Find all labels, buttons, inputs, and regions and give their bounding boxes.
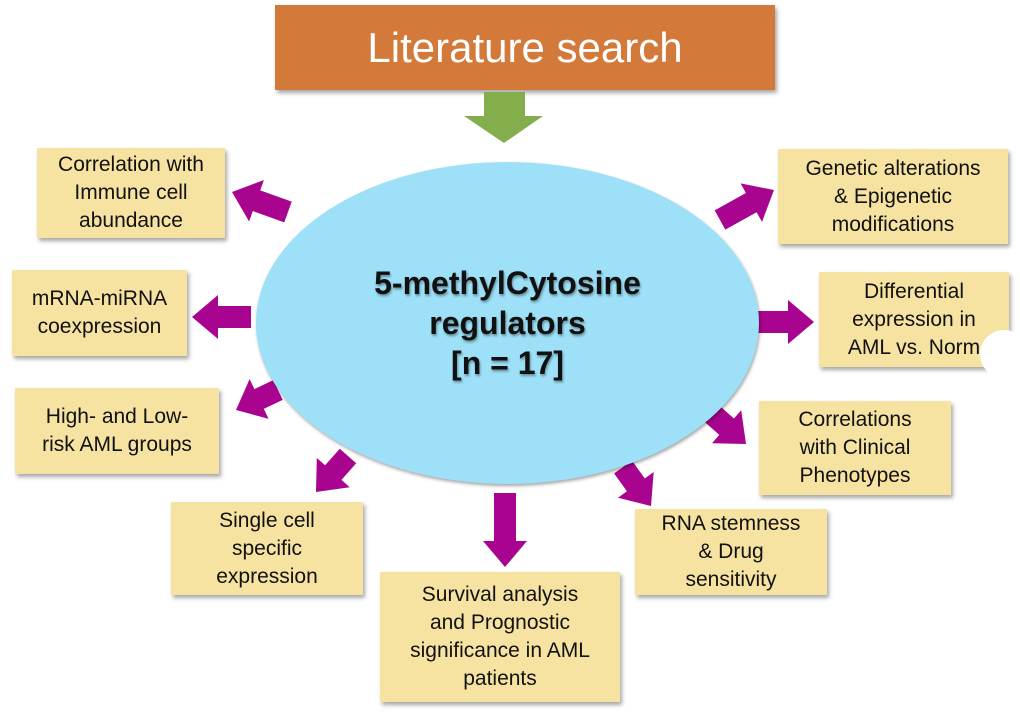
literature-search-label: Literature search xyxy=(367,23,683,71)
arrow-to-single-cell xyxy=(316,448,357,492)
output-box-genetic: Genetic alterations & Epigenetic modific… xyxy=(778,149,1008,244)
box-line: sensitivity xyxy=(685,568,777,591)
box-line: Differential xyxy=(864,279,964,303)
output-box-differential: Differential expression in AML vs. Norm xyxy=(819,272,1009,367)
arrow-to-survival xyxy=(483,493,527,567)
box-line: Phenotypes xyxy=(799,464,911,487)
box-line: Immune cell xyxy=(74,181,188,204)
input-arrow xyxy=(464,92,543,143)
box-line: expression xyxy=(216,564,318,588)
output-box-immune: Correlation with Immune cell abundance xyxy=(37,148,225,238)
box-line: Correlations xyxy=(798,408,912,431)
box-line: and Prognostic xyxy=(429,611,571,634)
output-box-mirna: mRNA-miRNA coexpression xyxy=(12,270,187,356)
center-count: [n = 17] xyxy=(451,345,564,381)
output-box-survival: Survival analysis and Prognostic signifi… xyxy=(380,572,620,702)
box-line: RNA stemness xyxy=(661,512,801,535)
arrow-to-stemness xyxy=(614,460,654,506)
box-line: AML vs. Norm xyxy=(847,335,981,359)
box-line: with Clinical xyxy=(799,436,911,459)
arrow-to-genetic xyxy=(714,183,774,230)
box-line: specific xyxy=(231,536,303,560)
box-line: High- and Low- xyxy=(45,405,189,428)
box-line: Genetic alterations xyxy=(805,156,981,180)
output-box-clinical: Correlations with Clinical Phenotypes xyxy=(759,401,951,495)
center-ellipse: 5-methylCytosine regulators [n = 17] xyxy=(256,162,759,484)
arrow-to-risk xyxy=(236,379,283,419)
box-line: risk AML groups xyxy=(42,433,192,456)
box-line: mRNA-miRNA xyxy=(31,287,168,310)
box-line: Survival analysis xyxy=(421,583,579,606)
arrow-to-immune xyxy=(232,180,292,223)
output-box-single-cell: Single cell specific expression xyxy=(171,502,363,595)
box-line: Single cell xyxy=(219,508,315,532)
literature-search-box: Literature search xyxy=(275,5,775,90)
white-overlay-blob xyxy=(980,330,1020,378)
arrow-to-differential xyxy=(756,300,814,344)
center-subtitle: regulators xyxy=(429,305,586,341)
box-line: coexpression xyxy=(37,315,162,338)
output-box-risk: High- and Low- risk AML groups xyxy=(15,388,219,474)
box-line: expression in xyxy=(852,307,976,331)
arrow-to-mirna xyxy=(192,295,251,339)
box-line: & Drug xyxy=(698,540,764,563)
box-line: & Epigenetic xyxy=(834,184,952,208)
box-line: abundance xyxy=(79,209,183,232)
center-title: 5-methylCytosine xyxy=(374,265,641,301)
box-line: patients xyxy=(463,667,537,690)
box-line: modifications xyxy=(831,212,955,236)
output-box-stemness: RNA stemness & Drug sensitivity xyxy=(635,509,827,595)
box-line: Correlation with xyxy=(58,153,204,176)
box-line: significance in AML xyxy=(410,639,590,662)
